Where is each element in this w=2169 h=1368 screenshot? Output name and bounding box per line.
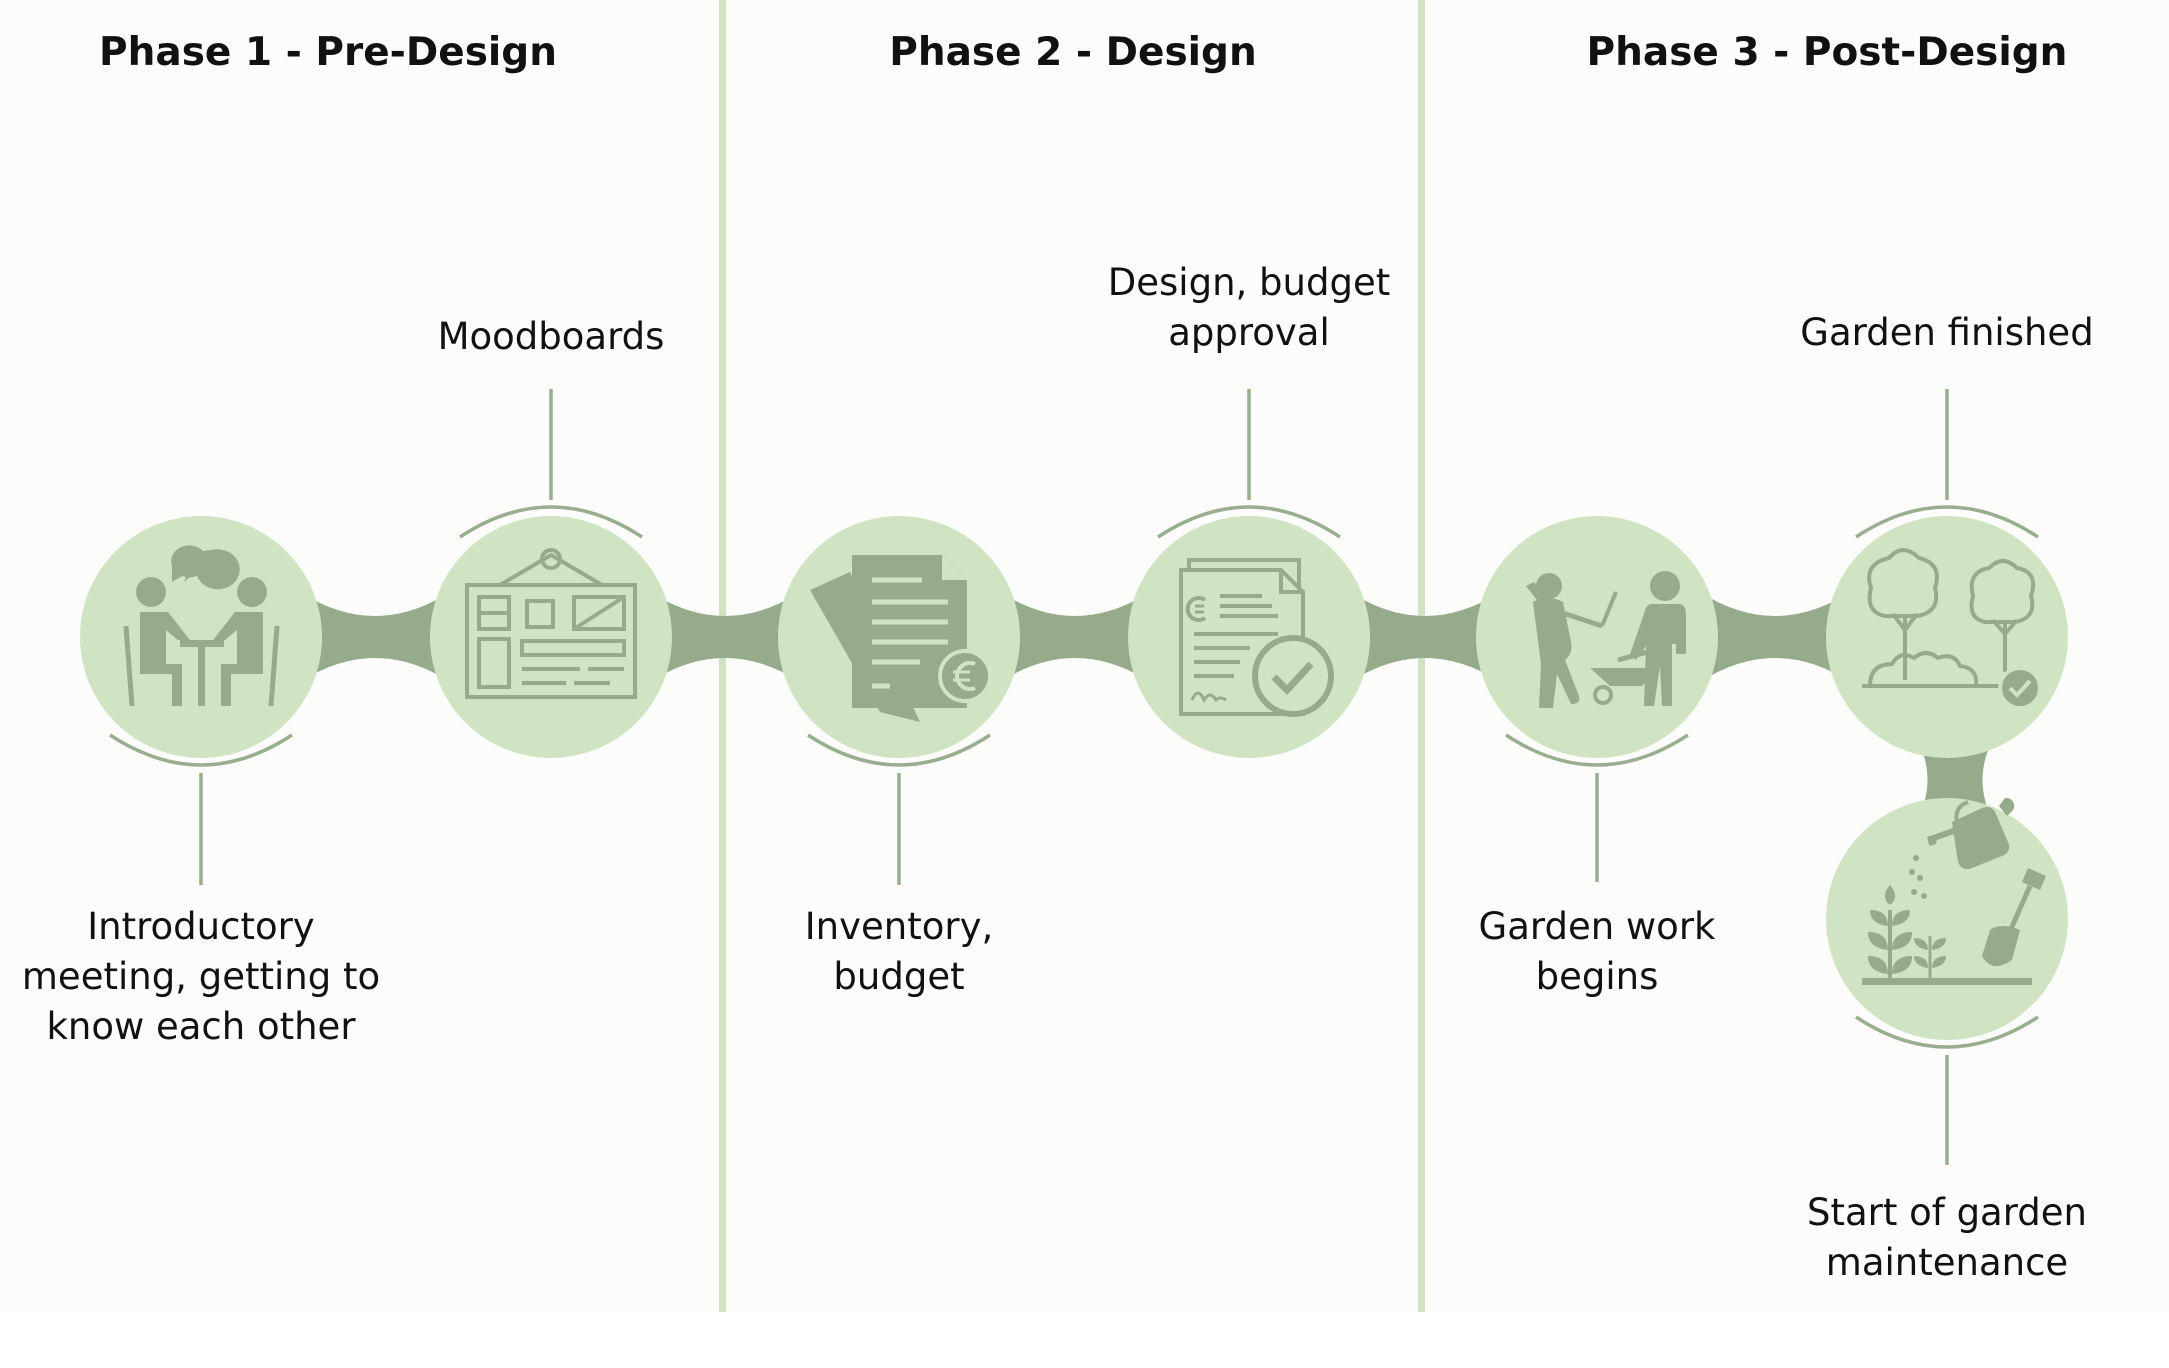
arc-step-7 [1855,1015,2039,1049]
finished-garden-icon [1862,548,2042,710]
arc-step-6 [1855,505,2039,539]
step-2-label: Moodboards [437,315,665,358]
connector-2-3 [650,592,800,682]
phase-2-title: Phase 2 - Design [889,30,1257,75]
callout-lines [109,389,2039,1165]
moodboard-icon [465,548,637,699]
arc-step-3 [807,733,991,767]
phase-3-title: Phase 3 - Post-Design [1586,30,2068,75]
step-4-label: Design, budget approval [1107,261,1391,354]
step-5-label: Garden work begins [1478,905,1716,998]
step-1-label: Introductory meeting, getting to know ea… [21,905,381,1048]
arc-step-1 [109,733,293,767]
step-3-label: Inventory, budget [804,905,994,998]
step-7-label: Start of garden maintenance [1807,1191,2087,1284]
connector-5-6 [1700,592,1850,682]
connector-4-5 [1350,592,1500,682]
arc-step-2 [459,505,643,539]
step-6-label: Garden finished [1800,311,2094,354]
connector-3-4 [1000,592,1150,682]
meeting-icon [123,545,280,707]
step-1-circle [80,516,322,758]
step-6-circle [1826,516,2068,758]
phase-1-title: Phase 1 - Pre-Design [99,30,557,75]
approved-invoice-icon [1179,558,1334,717]
arc-step-5 [1505,733,1689,767]
arc-step-4 [1157,505,1341,539]
gardeners-working-icon [1526,571,1686,708]
connector-1-2 [300,592,450,682]
watering-can-plants-icon [1862,797,2046,985]
budget-document-icon [810,555,992,722]
